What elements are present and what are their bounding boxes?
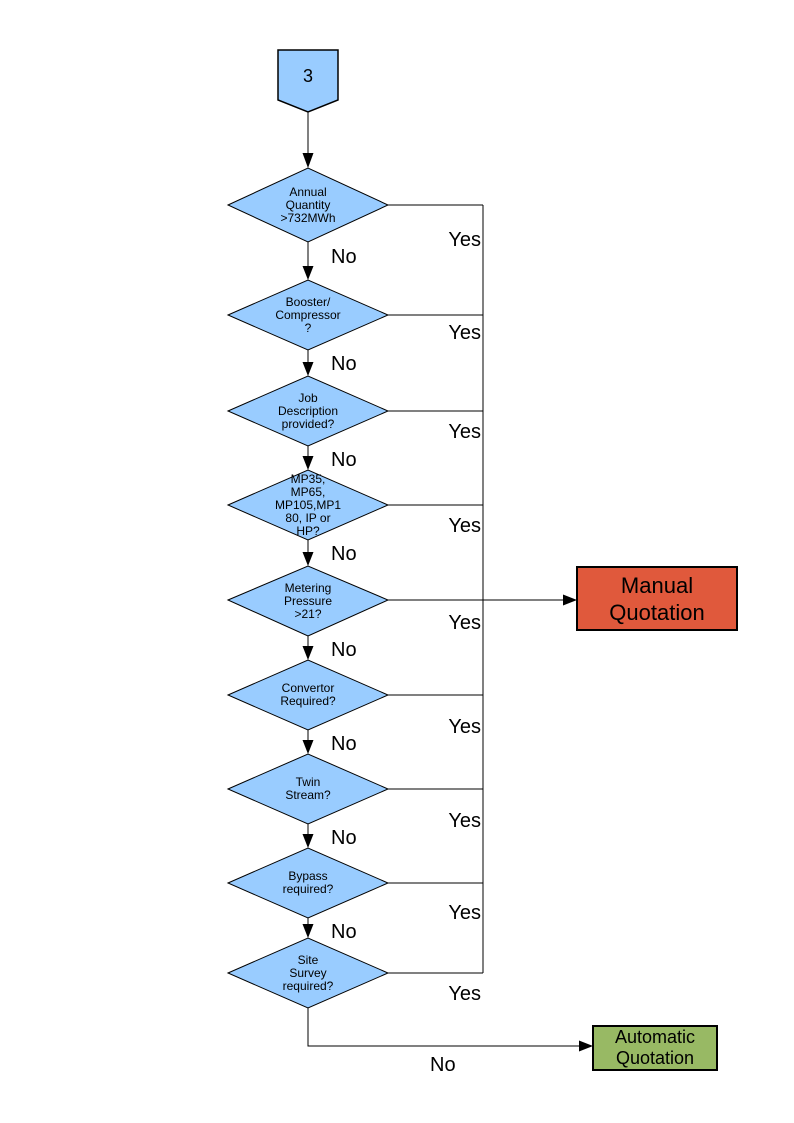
decision-diamond-twin-stream — [226, 753, 390, 825]
decision-shapes — [226, 167, 390, 1009]
arrowhead-automatic — [579, 1040, 593, 1052]
automatic-quotation-box — [592, 1025, 718, 1071]
manual-quotation-box — [576, 566, 738, 631]
decision-diamond-convertor — [226, 659, 390, 731]
decision-diamond-booster-compressor — [226, 279, 390, 351]
edge-d9-to-automatic — [307, 1008, 579, 1047]
decision-diamond-job-description — [226, 375, 390, 447]
arrowhead-down-3 — [302, 362, 314, 376]
arrowhead-down-2 — [302, 266, 314, 280]
yes-path-edges — [388, 204, 563, 974]
arrowhead-down-1 — [302, 153, 314, 168]
decision-diamond-meter-type — [226, 469, 390, 541]
arrowhead-down-9 — [302, 924, 314, 938]
offpage-connector-shape — [277, 49, 339, 113]
arrowhead-down-5 — [302, 552, 314, 566]
no-path-edges — [307, 112, 579, 1047]
decision-diamond-annual-quantity — [226, 167, 390, 243]
arrowhead-manual — [563, 594, 577, 606]
arrowhead-down-7 — [302, 740, 314, 754]
arrowhead-down-8 — [302, 834, 314, 848]
arrowhead-down-4 — [302, 456, 314, 470]
decision-diamond-metering-pressure — [226, 565, 390, 637]
decision-diamond-site-survey — [226, 937, 390, 1009]
arrowhead-down-6 — [302, 646, 314, 660]
arrowheads — [302, 153, 593, 1052]
decision-diamond-bypass — [226, 847, 390, 919]
